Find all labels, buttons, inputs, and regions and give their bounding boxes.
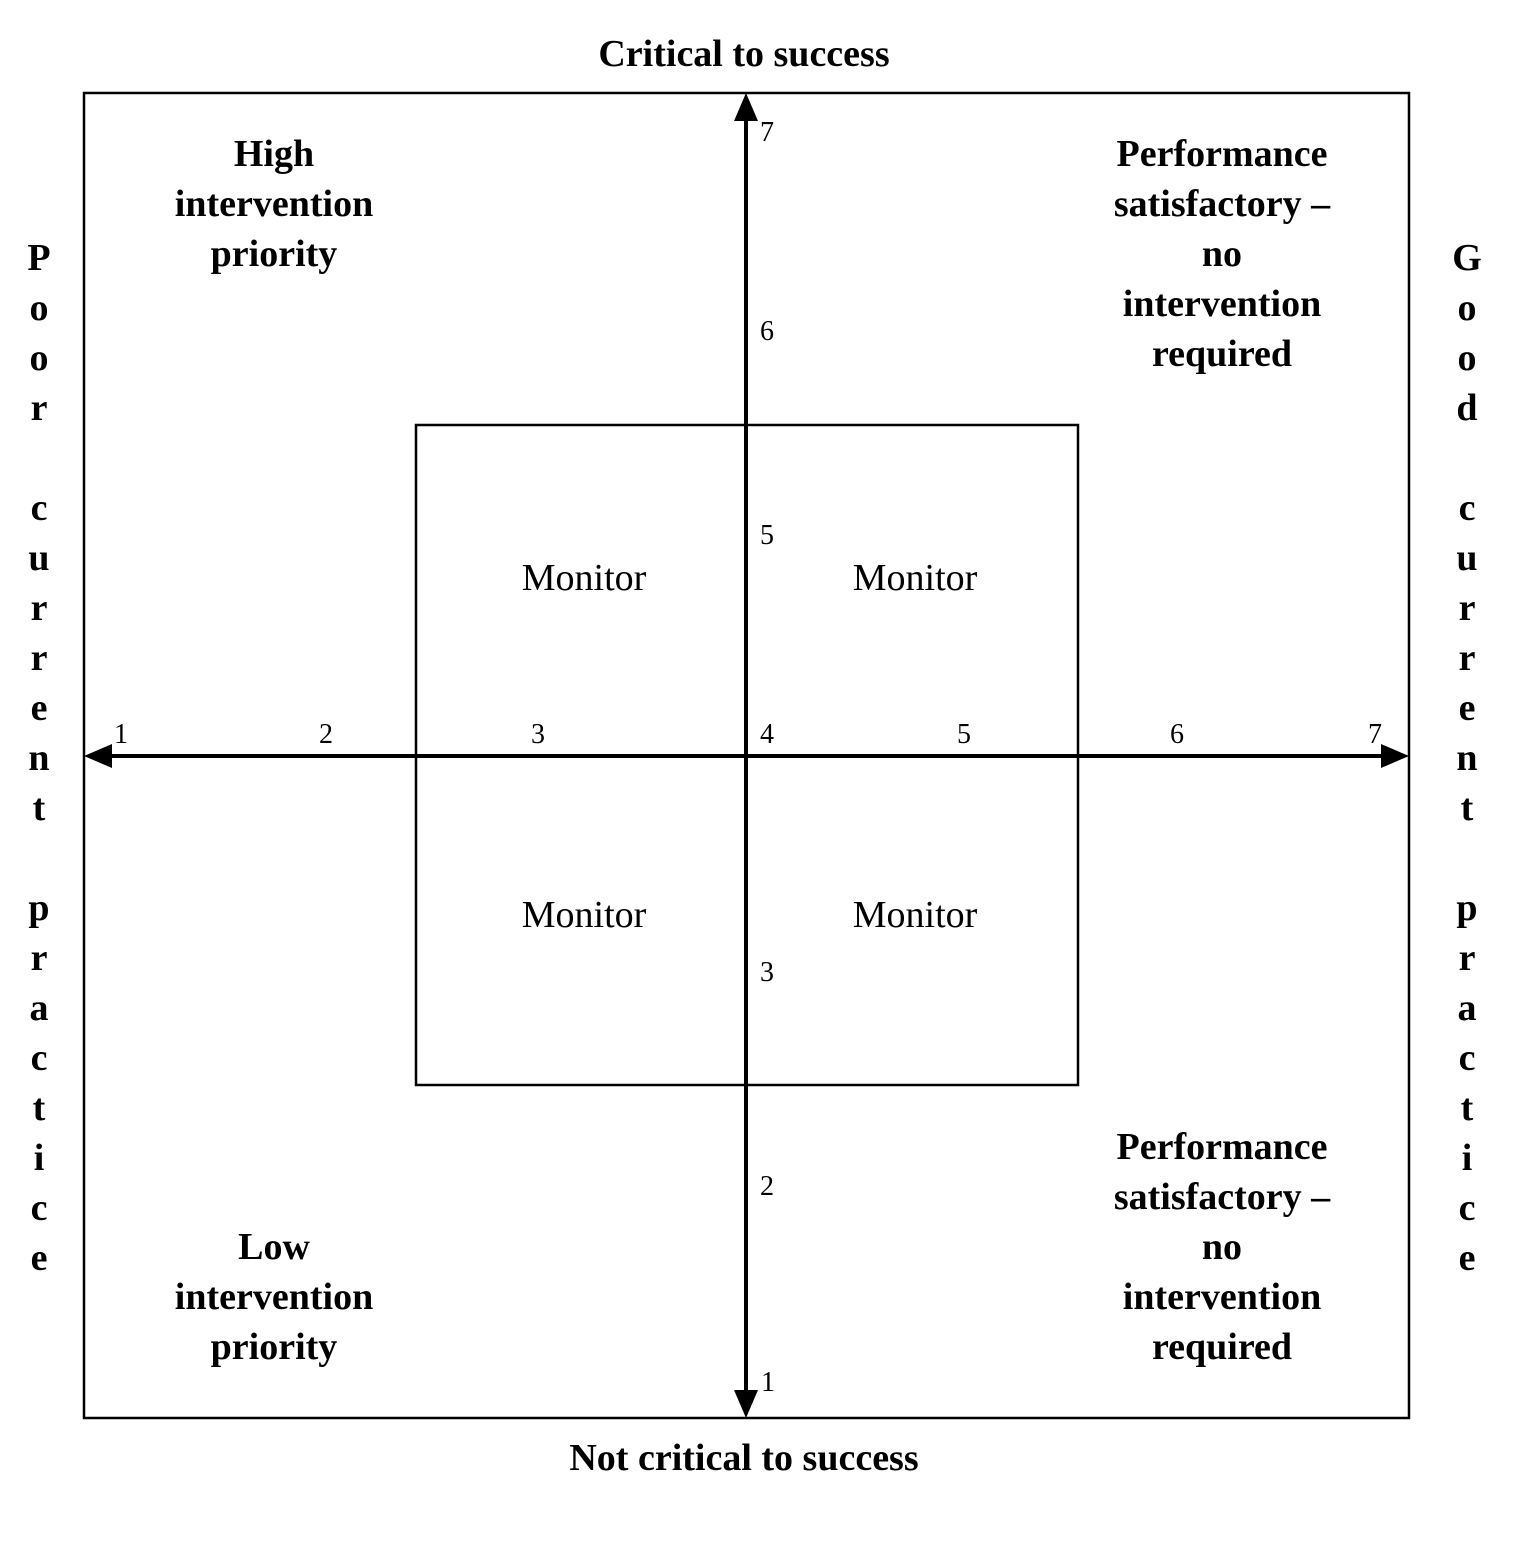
vertical-letter: n — [1456, 737, 1478, 779]
y-tick-6: 6 — [760, 316, 774, 347]
quadrant-bottom-left-line: Low — [238, 1226, 310, 1268]
quadrant-bottom-right-line: no — [1201, 1226, 1243, 1268]
vertical-letter: P — [27, 237, 51, 279]
vertical-letter: e — [1458, 687, 1476, 729]
vertical-letter — [19, 433, 59, 483]
vertical-letter: G — [1452, 237, 1482, 279]
vertical-letter: i — [1461, 1137, 1473, 1179]
vertical-letter: e — [1458, 1237, 1476, 1279]
outer-frame — [82, 91, 1411, 1420]
quadrant-bottom-right-line: satisfactory – — [1113, 1176, 1331, 1218]
vertical-letter: r — [1458, 587, 1476, 629]
y-tick-5: 5 — [760, 520, 774, 551]
y-tick-7: 7 — [760, 117, 774, 148]
vertical-axis-arrow-up — [734, 93, 758, 121]
quadrant-bottom-left-line: priority — [210, 1326, 338, 1368]
monitor-bottom-left: Monitor — [521, 894, 647, 936]
horizontal-axis-arrow-left — [84, 744, 112, 768]
vertical-letter: a — [1457, 987, 1477, 1029]
vertical-letter: c — [1458, 1037, 1476, 1079]
vertical-letter: t — [32, 787, 46, 829]
vertical-letter: c — [1458, 1187, 1476, 1229]
vertical-letter: r — [1458, 637, 1476, 679]
quadrant-top-left: High intervention priority — [124, 129, 424, 279]
vertical-letter: c — [1458, 487, 1476, 529]
x-tick-4: 4 — [760, 719, 774, 750]
quadrant-top-left-line: High — [233, 133, 315, 175]
quadrant-top-left-line: priority — [210, 233, 338, 275]
y-tick-1: 1 — [761, 1367, 775, 1398]
x-tick-1: 1 — [114, 719, 128, 750]
y-tick-2: 2 — [760, 1171, 774, 1202]
vertical-letter: c — [30, 487, 48, 529]
vertical-letter: i — [33, 1137, 45, 1179]
vertical-letter: a — [29, 987, 49, 1029]
vertical-letter: o — [1457, 287, 1477, 329]
quadrant-bottom-right-line: intervention — [1122, 1276, 1322, 1318]
monitor-bottom-right: Monitor — [852, 894, 978, 936]
monitor-top-right: Monitor — [852, 557, 978, 599]
vertical-letter: c — [30, 1037, 48, 1079]
vertical-letter: o — [29, 287, 49, 329]
quadrant-top-right-line: satisfactory – — [1113, 183, 1331, 225]
x-tick-5: 5 — [957, 719, 971, 750]
x-tick-6: 6 — [1170, 719, 1184, 750]
y-tick-3: 3 — [760, 957, 774, 988]
vertical-letter: t — [1460, 1087, 1474, 1129]
vertical-letter: u — [1456, 537, 1478, 579]
vertical-letter: r — [30, 937, 48, 979]
quadrant-top-right-line: required — [1151, 333, 1293, 375]
vertical-letter: t — [32, 1087, 46, 1129]
vertical-letter: d — [1456, 387, 1478, 429]
quadrant-top-right-line: intervention — [1122, 283, 1322, 325]
vertical-letter — [19, 833, 59, 883]
vertical-letter — [1447, 433, 1487, 483]
quadrant-bottom-right-line: required — [1151, 1326, 1293, 1368]
quadrant-top-left-line: intervention — [174, 183, 374, 225]
quadrant-bottom-left: Low intervention priority — [124, 1222, 424, 1372]
x-tick-3: 3 — [531, 719, 545, 750]
vertical-letter: t — [1460, 787, 1474, 829]
vertical-letter: r — [30, 387, 48, 429]
vertical-letter: p — [28, 887, 50, 929]
vertical-letter — [1447, 833, 1487, 883]
vertical-axis-arrow-down — [734, 1390, 758, 1418]
vertical-letter: e — [30, 1237, 48, 1279]
vertical-letter: e — [30, 687, 48, 729]
quadrant-top-right: Performance satisfactory – no interventi… — [1072, 129, 1372, 379]
vertical-letter: o — [29, 337, 49, 379]
quadrant-bottom-right-line: Performance — [1116, 1126, 1328, 1168]
vertical-letter: p — [1456, 887, 1478, 929]
vertical-letter: o — [1457, 337, 1477, 379]
label-top: Critical to success — [598, 33, 890, 75]
monitor-top-left: Monitor — [521, 557, 647, 599]
label-bottom: Not critical to success — [569, 1437, 919, 1479]
quadrant-bottom-left-line: intervention — [174, 1276, 374, 1318]
quadrant-bottom-right: Performance satisfactory – no interventi… — [1072, 1122, 1372, 1372]
vertical-letter: r — [1458, 937, 1476, 979]
x-tick-2: 2 — [319, 719, 333, 750]
vertical-letter: n — [28, 737, 50, 779]
vertical-letter: r — [30, 637, 48, 679]
x-tick-7: 7 — [1368, 719, 1382, 750]
vertical-letter: c — [30, 1187, 48, 1229]
vertical-letter: r — [30, 587, 48, 629]
quadrant-top-right-line: Performance — [1116, 133, 1328, 175]
horizontal-axis-arrow-right — [1381, 744, 1409, 768]
quadrant-top-right-line: no — [1201, 233, 1243, 275]
vertical-letter: u — [28, 537, 50, 579]
